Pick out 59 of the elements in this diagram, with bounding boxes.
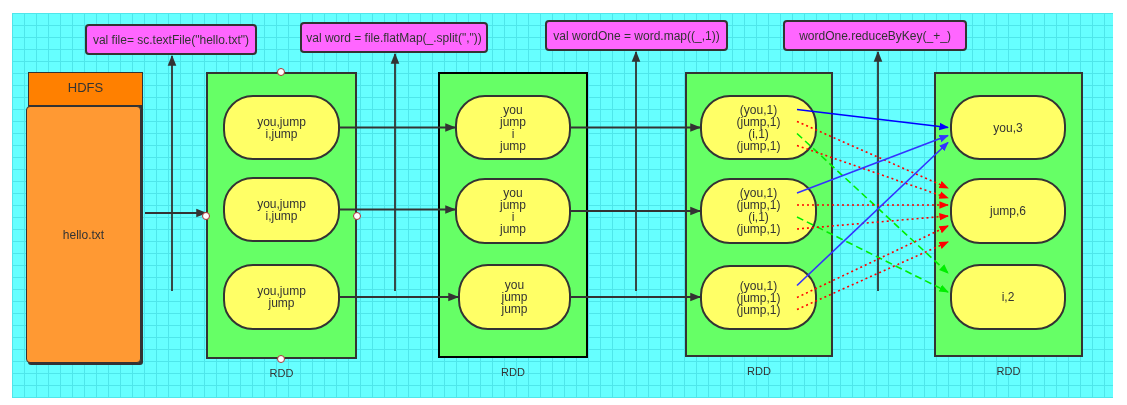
storage-title: HDFS	[66, 82, 105, 94]
arrow	[796, 212, 949, 230]
arrow	[796, 144, 949, 199]
arrow	[570, 206, 702, 216]
arrow	[796, 201, 949, 209]
arrow	[339, 123, 457, 132]
data-partition	[950, 178, 1066, 244]
data-text: you jump i jump	[500, 103, 526, 152]
code-text: wordOne.reduceByKey(_+_)	[799, 29, 951, 42]
data-partition	[700, 95, 817, 160]
code-text: val word = file.flatMap(_.split(","))	[306, 31, 482, 44]
data-text: hello.txt	[62, 228, 105, 241]
code-box	[545, 20, 728, 51]
data-partition	[458, 264, 571, 330]
arrow	[390, 52, 400, 292]
data-partition	[700, 265, 817, 330]
arrow	[631, 50, 641, 292]
data-text: i,2	[1001, 291, 1015, 303]
storage-box	[28, 72, 143, 365]
arrow	[570, 292, 702, 302]
code-text: val file= sc.textFile("hello.txt")	[92, 33, 250, 46]
data-text: you,jump jump	[257, 285, 306, 309]
code-box	[85, 24, 257, 55]
data-partition	[950, 264, 1066, 330]
arrow	[339, 292, 460, 302]
data-text: you,jump i,jump	[257, 115, 306, 140]
arrow	[339, 205, 457, 214]
rdd-caption: RDD	[500, 366, 526, 378]
data-partition	[223, 264, 340, 330]
arrow	[796, 241, 949, 311]
data-text: (you,1) (jump,1) (i,1) (jump,1)	[736, 187, 781, 235]
rdd-caption: RDD	[746, 365, 772, 377]
data-partition	[455, 178, 571, 244]
data-text: you jump i jump	[500, 187, 526, 235]
arrow	[167, 54, 177, 292]
data-text: jump,6	[990, 205, 1026, 217]
arrow	[796, 134, 949, 194]
arrow	[873, 50, 883, 292]
arrow	[796, 108, 949, 131]
file-box	[26, 106, 141, 363]
data-partition	[223, 177, 340, 242]
arrow	[796, 225, 949, 299]
data-text: (you,1) (jump,1) (jump,1)	[736, 279, 781, 316]
rdd-caption: RDD	[268, 367, 295, 379]
arrow	[796, 120, 949, 189]
rdd-caption: RDD	[995, 365, 1022, 377]
data-text: you jump jump	[501, 279, 528, 315]
code-box	[300, 22, 488, 53]
arrow	[570, 123, 702, 132]
data-partition	[700, 178, 817, 244]
data-text: (you,1) (jump,1) (i,1) (jump,1)	[736, 103, 781, 152]
data-partition	[223, 95, 340, 160]
data-text: you,jump i,jump	[257, 197, 306, 222]
data-partition	[455, 95, 571, 160]
code-box	[783, 20, 967, 51]
arrow	[796, 216, 949, 293]
data-partition	[950, 95, 1066, 160]
code-text: val wordOne = word.map((_,1))	[553, 29, 720, 42]
data-text: you,3	[993, 121, 1023, 134]
